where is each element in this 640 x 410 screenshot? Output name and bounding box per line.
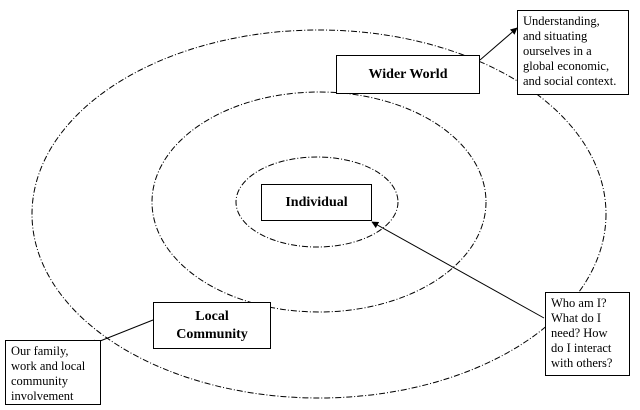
wider-world-arrow <box>479 27 518 61</box>
note-line: Understanding, <box>523 14 600 28</box>
inner-ring-individual <box>235 156 399 248</box>
local-community-note: Our family, work and local community inv… <box>5 340 101 405</box>
note-line: community <box>11 374 68 388</box>
individual-label: Individual <box>261 184 372 221</box>
local-community-label-line1: Local <box>195 308 229 324</box>
note-line: work and local <box>11 359 86 373</box>
wider-world-label: Wider World <box>336 55 480 94</box>
outer-ring-wider-world <box>31 29 607 399</box>
wider-world-label-text: Wider World <box>368 66 448 82</box>
note-line: global economic, <box>523 59 610 73</box>
middle-ring-local-community <box>151 91 487 313</box>
note-line: with others? <box>551 356 613 370</box>
note-line: and situating <box>523 29 588 43</box>
individual-note: Who am I? What do I need? How do I inter… <box>545 292 630 376</box>
note-line: do I interact <box>551 341 612 355</box>
individual-label-text: Individual <box>285 194 348 210</box>
note-line: Our family, <box>11 344 69 358</box>
individual-arrow <box>371 221 545 319</box>
wider-world-note: Understanding, and situating ourselves i… <box>517 10 629 95</box>
note-line: involvement <box>11 389 74 403</box>
note-line: need? How <box>551 326 608 340</box>
note-line: ourselves in a <box>523 44 592 58</box>
local-community-label-line2: Community <box>176 326 248 342</box>
local-community-label: Local Community <box>153 302 271 349</box>
note-line: Who am I? <box>551 296 607 310</box>
note-line: What do I <box>551 311 601 325</box>
note-line: and social context. <box>523 74 617 88</box>
